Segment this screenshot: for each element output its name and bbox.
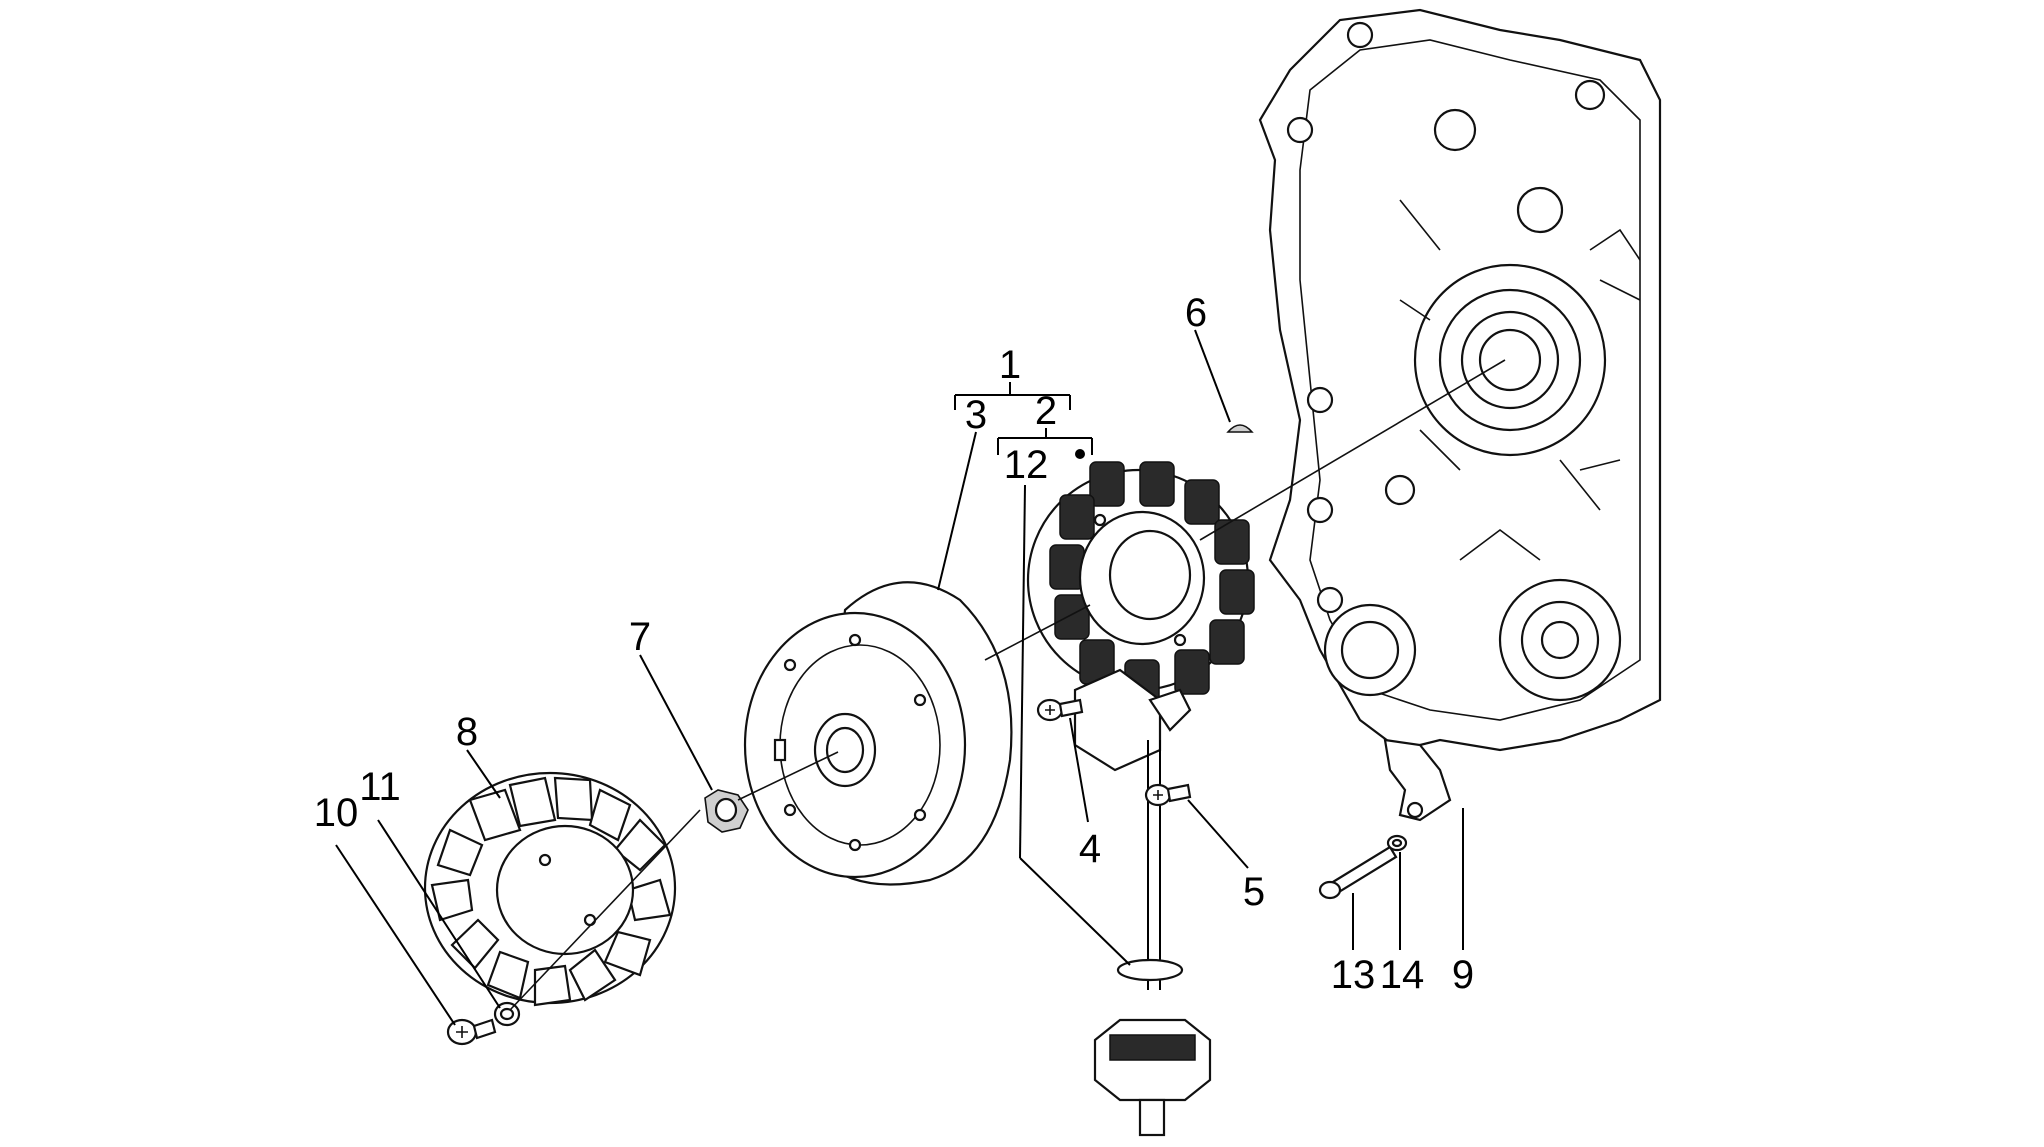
pickup-and-wiring [1073,668,1212,1137]
stator [1026,461,1255,705]
callout-6: 6 [1185,291,1207,335]
cooling-fan [423,771,677,1007]
flywheel-rotor [743,581,1013,886]
callout-9: 9 [1452,953,1474,997]
screw [1144,783,1192,807]
washer [1386,834,1408,852]
stator-coils [1049,461,1255,705]
screw [446,1018,497,1046]
callout-2: 2 [1035,389,1057,433]
woodruff-key [1226,424,1254,433]
bolt [1318,845,1398,900]
crankcase [1258,8,1662,752]
bracket [1383,738,1452,822]
callout-14: 14 [1380,953,1425,997]
callout-8: 8 [456,710,478,754]
callout-5: 5 [1243,870,1265,914]
callout-12: 12 [1004,443,1049,487]
fan-blades [430,776,672,1007]
callout-11: 11 [359,765,401,809]
callout-4: 4 [1079,827,1101,871]
callout-3: 3 [965,393,987,437]
assembly-axis [509,359,1506,1011]
screw [1036,698,1084,722]
callout-7: 7 [629,615,651,659]
callout-1: 1 [999,343,1021,387]
callout-labels: 1 2 3 4 5 6 7 8 9 10 11 12 13 14 [314,291,1474,997]
washer [493,1001,521,1027]
callout-10: 10 [314,791,359,835]
nut [704,789,749,833]
callout-13: 13 [1331,953,1376,997]
leader-lines [335,329,1464,1026]
